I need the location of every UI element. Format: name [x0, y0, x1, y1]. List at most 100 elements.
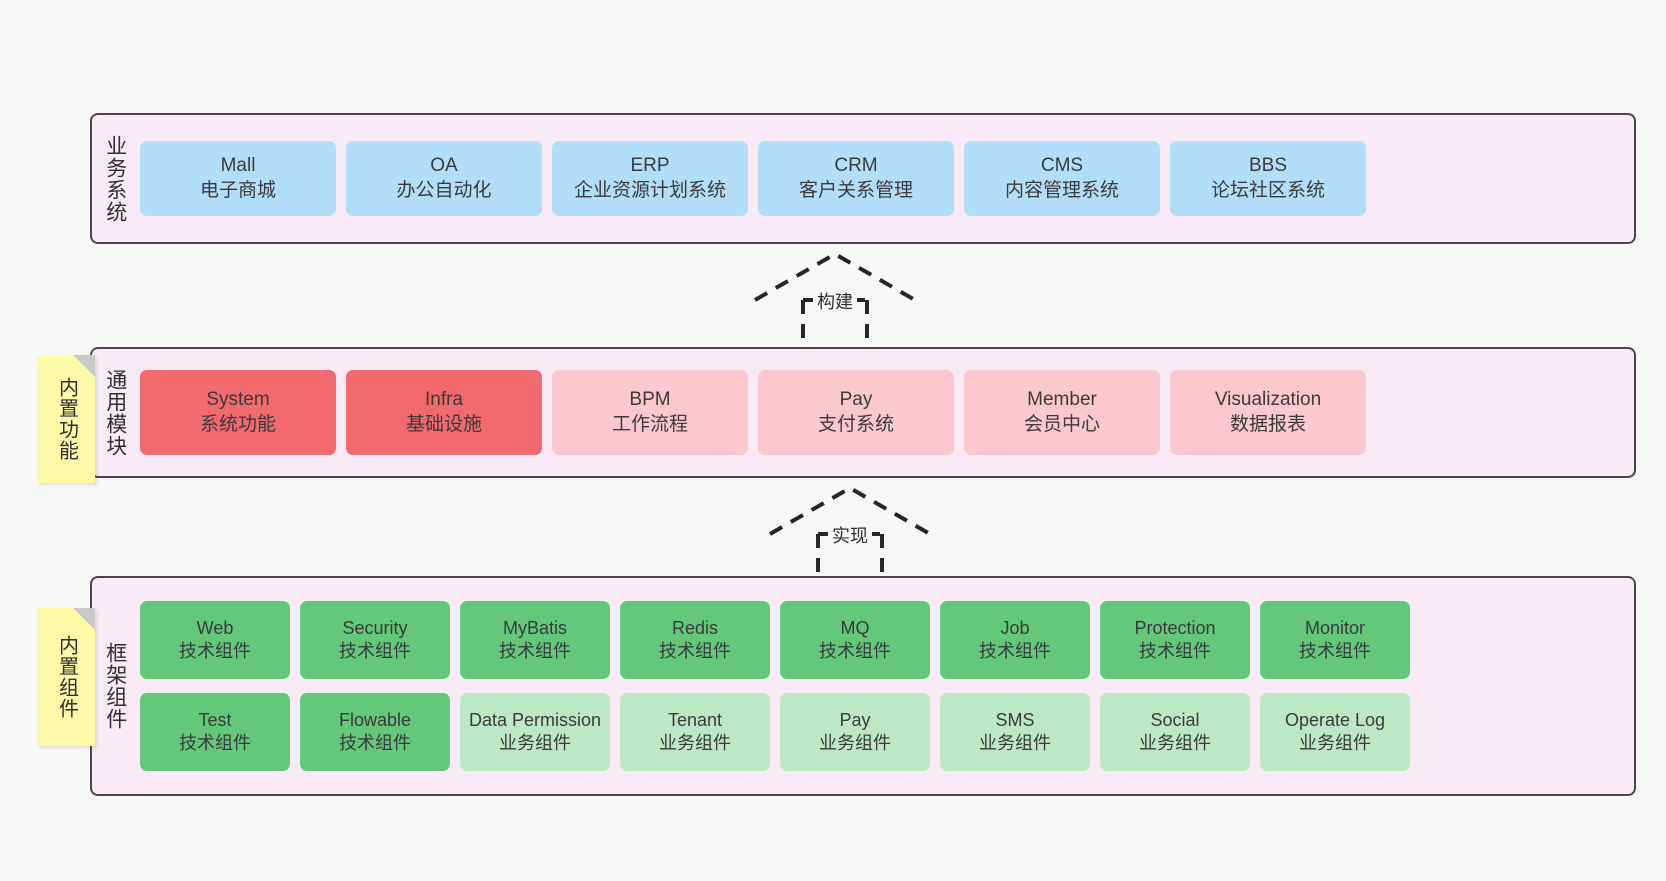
business-card-crm[interactable]: CRM 客户关系管理	[758, 141, 954, 216]
component-card-social[interactable]: Social 业务组件	[1100, 693, 1250, 771]
business-system-card-container: Mall 电子商城 OA 办公自动化 ERP 企业资源计划系统 CRM 客户关系…	[138, 115, 1634, 242]
component-card-security[interactable]: Security 技术组件	[300, 601, 450, 679]
card-desc: 基础设施	[405, 413, 482, 435]
card-desc: 内容管理系统	[1004, 179, 1119, 201]
common-module-layer-title: 通用模块	[103, 368, 127, 457]
card-name: BPM	[629, 389, 671, 411]
card-desc: 办公自动化	[396, 179, 492, 201]
note-fold-corner-icon	[73, 355, 95, 377]
card-desc: 业务组件	[659, 733, 731, 753]
card-desc: 技术组件	[179, 733, 251, 753]
card-desc: 业务组件	[819, 733, 891, 753]
card-name: Social	[1150, 709, 1200, 730]
card-desc: 技术组件	[979, 641, 1051, 661]
generalization-arrow-icon	[754, 251, 916, 352]
card-desc: 技术组件	[339, 641, 411, 661]
module-card-bpm[interactable]: BPM 工作流程	[552, 370, 748, 455]
framework-component-card-container: Web 技术组件 Security 技术组件 MyBatis 技术组件 Redi…	[138, 578, 1634, 794]
connector-implement-arrow: 实现	[760, 484, 940, 586]
card-desc: 会员中心	[1023, 413, 1100, 435]
card-desc: 电子商城	[199, 179, 276, 201]
card-desc: 技术组件	[1299, 641, 1371, 661]
component-card-mybatis[interactable]: MyBatis 技术组件	[460, 601, 610, 679]
card-name: MQ	[840, 617, 870, 638]
framework-component-layer: 框架组件 Web 技术组件 Security 技术组件 MyBatis 技术组件…	[90, 576, 1636, 796]
card-name: ERP	[630, 155, 670, 177]
card-name: BBS	[1248, 155, 1288, 177]
card-desc: 技术组件	[819, 641, 891, 661]
component-card-data-permission[interactable]: Data Permission 业务组件	[460, 693, 610, 771]
card-name: Test	[198, 709, 232, 730]
business-system-layer: 业务系统 Mall 电子商城 OA 办公自动化 ERP 企业资源计划系统 CRM…	[90, 113, 1636, 244]
sticky-note-builtin-functions: 内置功能	[37, 355, 95, 483]
card-desc: 客户关系管理	[798, 179, 913, 201]
card-name: CRM	[834, 155, 878, 177]
card-name: Protection	[1134, 617, 1216, 638]
common-module-layer: 通用模块 System 系统功能 Infra 基础设施 BPM 工作流程 Pay…	[90, 347, 1636, 478]
card-desc: 技术组件	[1139, 641, 1211, 661]
card-desc: 系统功能	[199, 413, 276, 435]
business-card-cms[interactable]: CMS 内容管理系统	[964, 141, 1160, 216]
sticky-note-label: 内置功能	[55, 377, 78, 461]
card-desc: 技术组件	[659, 641, 731, 661]
card-name: Data Permission	[468, 709, 602, 730]
component-card-monitor[interactable]: Monitor 技术组件	[1260, 601, 1410, 679]
card-name: SMS	[995, 709, 1035, 730]
business-card-bbs[interactable]: BBS 论坛社区系统	[1170, 141, 1366, 216]
business-card-mall[interactable]: Mall 电子商城	[140, 141, 336, 216]
card-name: OA	[430, 155, 458, 177]
card-desc: 技术组件	[339, 733, 411, 753]
component-card-tenant[interactable]: Tenant 业务组件	[620, 693, 770, 771]
card-name: System	[206, 389, 270, 411]
card-name: MyBatis	[502, 617, 567, 638]
card-name: Monitor	[1304, 617, 1366, 638]
business-card-oa[interactable]: OA 办公自动化	[346, 141, 542, 216]
component-card-flowable[interactable]: Flowable 技术组件	[300, 693, 450, 771]
card-name: Web	[196, 617, 234, 638]
business-system-layer-title: 业务系统	[103, 134, 127, 223]
card-name: CMS	[1040, 155, 1084, 177]
framework-row-tech: Web 技术组件 Security 技术组件 MyBatis 技术组件 Redi…	[140, 601, 1620, 679]
card-desc: 业务组件	[979, 733, 1051, 753]
component-card-protection[interactable]: Protection 技术组件	[1100, 601, 1250, 679]
card-name: Visualization	[1214, 389, 1322, 411]
card-name: Flowable	[338, 709, 412, 730]
module-card-pay[interactable]: Pay 支付系统	[758, 370, 954, 455]
card-desc: 支付系统	[817, 413, 894, 435]
module-card-visualization[interactable]: Visualization 数据报表	[1170, 370, 1366, 455]
component-card-test[interactable]: Test 技术组件	[140, 693, 290, 771]
card-name: Pay	[839, 709, 871, 730]
sticky-note-label: 内置组件	[55, 635, 78, 719]
component-card-sms[interactable]: SMS 业务组件	[940, 693, 1090, 771]
component-card-pay[interactable]: Pay 业务组件	[780, 693, 930, 771]
card-name: Tenant	[667, 709, 723, 730]
card-desc: 技术组件	[179, 641, 251, 661]
card-name: Mall	[220, 155, 256, 177]
connector-implement-label: 实现	[828, 521, 872, 549]
card-name: Job	[1000, 617, 1030, 638]
card-desc: 业务组件	[1139, 733, 1211, 753]
card-name: Redis	[671, 617, 719, 638]
framework-component-layer-title: 框架组件	[103, 642, 127, 730]
common-module-card-container: System 系统功能 Infra 基础设施 BPM 工作流程 Pay 支付系统…	[138, 349, 1634, 476]
component-card-web[interactable]: Web 技术组件	[140, 601, 290, 679]
card-desc: 业务组件	[499, 733, 571, 753]
component-card-mq[interactable]: MQ 技术组件	[780, 601, 930, 679]
card-desc: 论坛社区系统	[1210, 179, 1325, 201]
note-fold-corner-icon	[73, 608, 95, 630]
module-card-system[interactable]: System 系统功能	[140, 370, 336, 455]
connector-build-label: 构建	[813, 287, 857, 315]
component-card-operate-log[interactable]: Operate Log 业务组件	[1260, 693, 1410, 771]
business-card-erp[interactable]: ERP 企业资源计划系统	[552, 141, 748, 216]
module-card-member[interactable]: Member 会员中心	[964, 370, 1160, 455]
card-name: Infra	[424, 389, 464, 411]
connector-build-arrow: 构建	[745, 250, 925, 352]
sticky-note-builtin-components: 内置组件	[37, 608, 95, 746]
component-card-job[interactable]: Job 技术组件	[940, 601, 1090, 679]
card-name: Security	[342, 617, 408, 638]
module-card-infra[interactable]: Infra 基础设施	[346, 370, 542, 455]
framework-row-business: Test 技术组件 Flowable 技术组件 Data Permission …	[140, 693, 1620, 771]
component-card-redis[interactable]: Redis 技术组件	[620, 601, 770, 679]
card-desc: 企业资源计划系统	[573, 179, 726, 201]
generalization-arrow-icon	[769, 485, 931, 586]
